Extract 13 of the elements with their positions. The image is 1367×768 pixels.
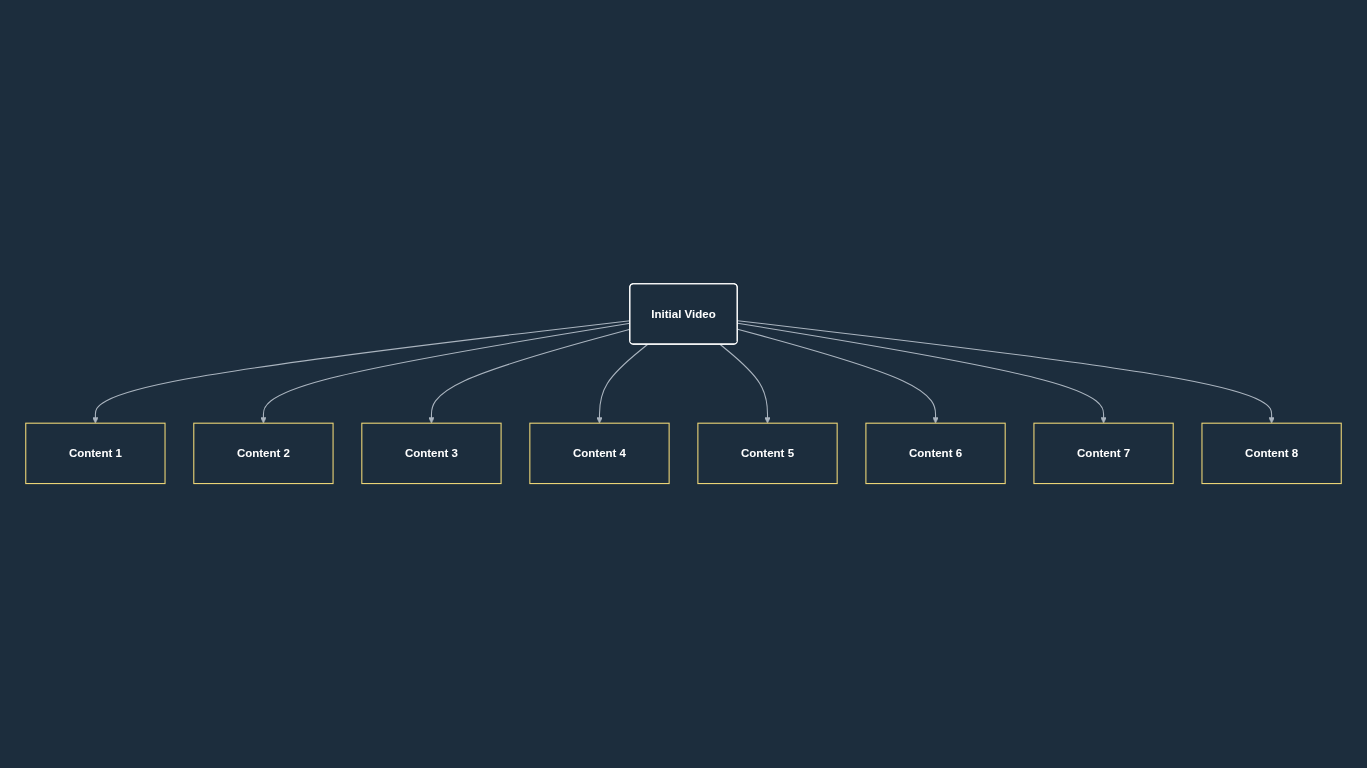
node-box: Content 7 [1033, 423, 1174, 485]
arrow [737, 323, 1107, 424]
arrow [737, 320, 1275, 424]
node-box: Content 8 [1201, 423, 1342, 485]
node-box: Content 4 [529, 423, 670, 485]
node-box: Content 6 [865, 423, 1006, 485]
node-box: Content 3 [361, 423, 502, 485]
arrow [737, 328, 939, 424]
arrow [596, 344, 648, 424]
arrow [719, 344, 771, 424]
node-box: Content 2 [193, 423, 334, 485]
node-box: Content 1 [25, 423, 166, 485]
node-box: Content 5 [697, 423, 838, 485]
